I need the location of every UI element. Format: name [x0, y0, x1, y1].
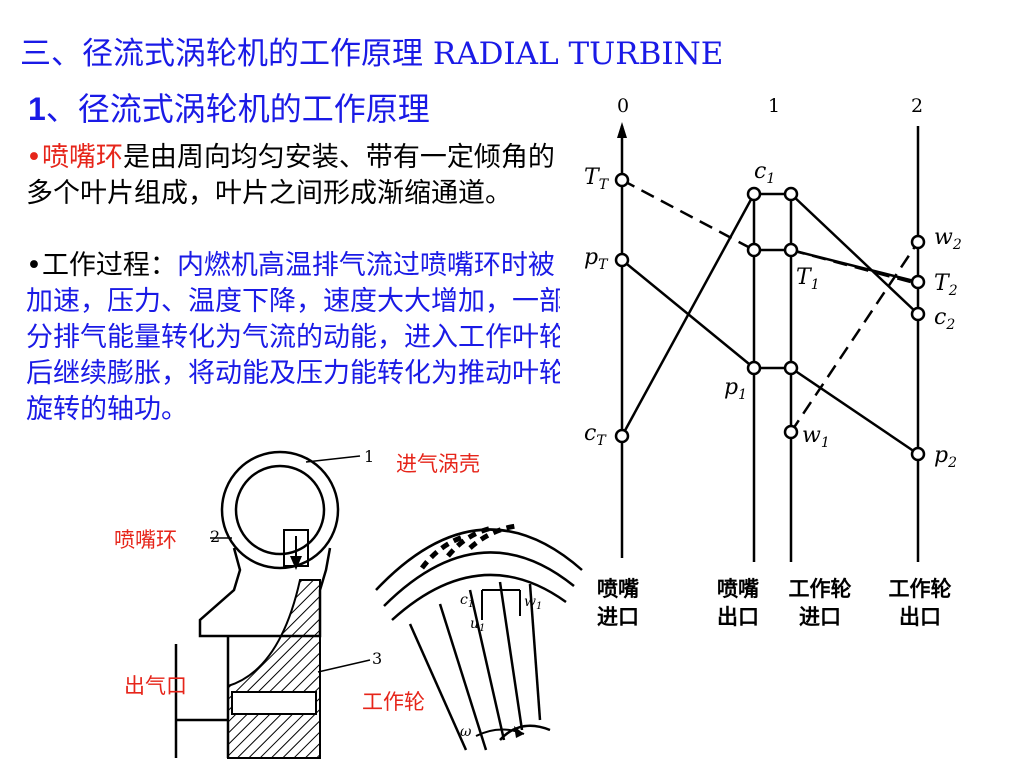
- c1-label: c1: [754, 159, 775, 187]
- total-temperature-line: [621, 178, 755, 252]
- absolute-velocity-line: [620, 193, 756, 437]
- tt-label: TT: [584, 165, 610, 193]
- p2-label: p2: [934, 443, 957, 471]
- nozzle-exit-label: 喷嘴: [717, 576, 759, 601]
- u1-vector-label: u1: [470, 616, 485, 634]
- t1-label: T1: [796, 265, 820, 293]
- section-heading: 1、径流式涡轮机的工作原理: [28, 84, 430, 130]
- nozzle-ring-label: 喷嘴环: [114, 528, 177, 552]
- section-heading-text: 、径流式涡轮机的工作原理: [45, 90, 430, 128]
- wheel-outlet-label: 出口: [899, 604, 941, 629]
- w1-vector-label: w1: [524, 594, 542, 612]
- parameter-variation-diagram: 0 1 2 TT pT cT c1 T1 p1 w1: [560, 86, 1000, 646]
- wheel-inlet-label: 进口: [799, 604, 841, 629]
- t2-label: T2: [934, 271, 958, 299]
- turbine-section-sketch: 1 2 3 c1 w1 u1 ω: [174, 447, 583, 759]
- volute-label: 进气涡壳: [396, 452, 480, 476]
- wheel-outlet-label: 工作轮: [889, 576, 952, 601]
- working-process-label: 工作过程：: [41, 250, 177, 281]
- nozzle-exit-label: 出口: [717, 604, 759, 629]
- c2-label: c2: [934, 305, 955, 333]
- w1-label: w1: [802, 423, 830, 451]
- volute: [198, 450, 340, 638]
- working-process-description: •工作过程：内燃机高温排气流过喷嘴环时被加速，压力、温度下降，速度大大增加，一部…: [26, 248, 574, 428]
- station-label: 0: [617, 95, 629, 117]
- working-process-text: 内燃机高温排气流过喷嘴环时被加速，压力、温度下降，速度大大增加，一部分排气能量转…: [26, 250, 566, 425]
- static-temperature-line: [790, 248, 919, 284]
- pt-label: pT: [584, 245, 609, 273]
- wheel-label: 工作轮: [362, 690, 425, 714]
- data-points: [614, 172, 926, 462]
- nozzle-ring-term: 喷嘴环: [41, 142, 123, 173]
- wheel-inlet-label: 工作轮: [789, 576, 852, 601]
- c1-vector-label: c1: [460, 592, 474, 610]
- slide-title: 三、径流式涡轮机的工作原理 RADIAL TURBINE: [20, 36, 724, 72]
- section-number: 1: [28, 91, 46, 127]
- callout-number: 1: [364, 447, 374, 466]
- relative-velocity-line: [789, 241, 920, 433]
- nozzle-ring-description: •喷嘴环是由周向均匀安装、带有一定倾角的多个叶片组成，叶片之间形成渐缩通道。: [26, 140, 574, 212]
- nozzle-vanes: [420, 523, 517, 570]
- station-label: 1: [768, 95, 780, 117]
- callout-number: 3: [372, 649, 382, 668]
- nozzle-inlet-label: 喷嘴: [597, 576, 639, 601]
- bullet: •: [26, 250, 42, 281]
- w2-label: w2: [934, 225, 962, 253]
- rotor-sector: [375, 528, 583, 751]
- bullet: •: [26, 142, 42, 173]
- outlet-label: 出气口: [124, 674, 187, 698]
- station-label: 2: [911, 95, 923, 117]
- axis-arrow: [617, 122, 627, 138]
- nozzle-inlet-label: 进口: [597, 604, 639, 629]
- p1-label: p1: [724, 375, 747, 403]
- wheel-hub: [227, 579, 321, 759]
- omega-label: ω: [460, 724, 472, 740]
- callout-number: 2: [210, 527, 220, 546]
- nozzle-ring-text: 是由周向均匀安装、带有一定倾角的多个叶片组成，叶片之间形成渐缩通道。: [26, 142, 555, 209]
- ct-label: cT: [584, 421, 607, 449]
